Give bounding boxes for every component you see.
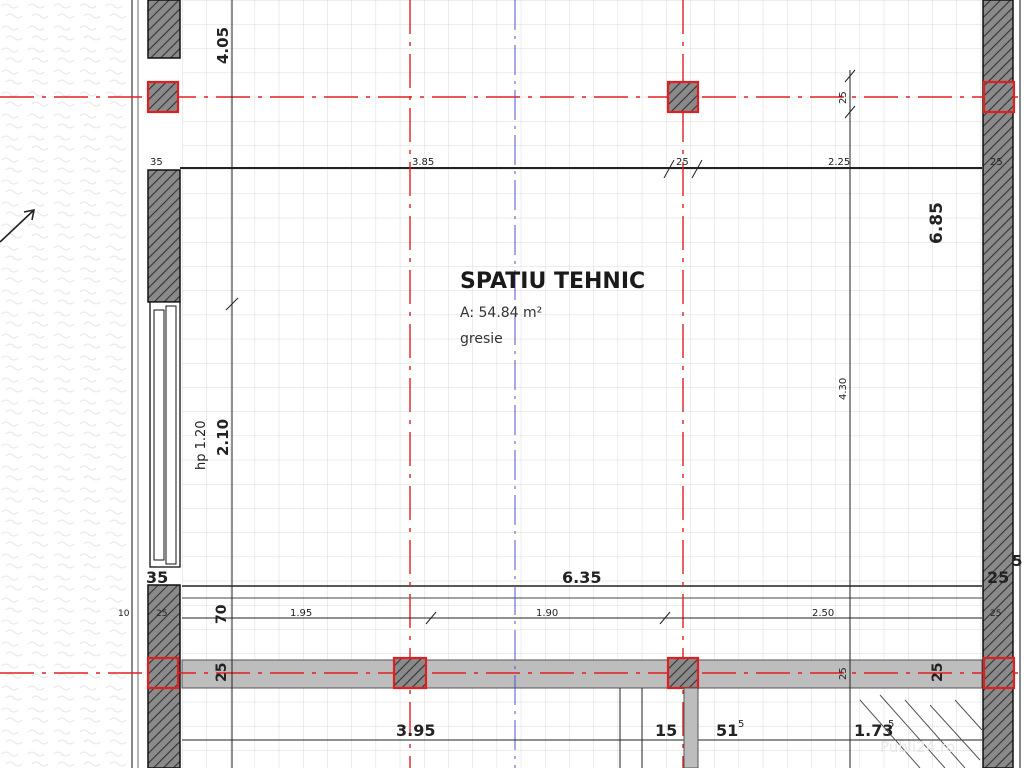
left-wall-mid xyxy=(147,169,181,303)
background xyxy=(0,0,982,768)
dim-height-right: 6.85 xyxy=(927,202,947,244)
dim-upper-left: 35 xyxy=(150,157,163,168)
walls xyxy=(131,0,1021,768)
room-finish: gresie xyxy=(460,331,503,347)
dim-top-vertical: 4.05 xyxy=(214,27,232,64)
dim-bottom-173-sup: 5 xyxy=(888,719,894,730)
dim-window-hp: hp 1.20 xyxy=(194,420,209,470)
column xyxy=(666,80,700,114)
dim-lower-total: 6.35 xyxy=(562,568,601,587)
column xyxy=(146,656,180,690)
dim-bottom-395: 3.95 xyxy=(396,721,435,740)
dim-bottom-51: 51 xyxy=(716,721,738,740)
columns xyxy=(146,80,1016,690)
dim-row3-70: 70 xyxy=(214,604,230,624)
dim-lower-right: 25 xyxy=(987,568,1009,587)
dim-right-edge-5: 5 xyxy=(1012,552,1022,570)
left-wall-upper xyxy=(147,0,181,59)
dimension-labels: 4.05 35 3.85 25 2.25 25 25 6.85 4.30 hp … xyxy=(118,27,1022,740)
dim-row3-10: 10 xyxy=(118,609,130,619)
column xyxy=(666,656,700,690)
dim-beam-left: 25 xyxy=(214,663,230,682)
dim-bottom-51-sup: 5 xyxy=(738,719,744,730)
dim-height-inner: 4.30 xyxy=(838,378,849,400)
column xyxy=(146,80,180,114)
window xyxy=(149,301,181,568)
dim-row3-25a: 25 xyxy=(156,609,167,619)
room-name: SPATIU TEHNIC xyxy=(460,269,645,294)
dimension-lines xyxy=(182,0,983,768)
north-arrow-icon xyxy=(0,208,36,243)
dim-diag-top: 25 xyxy=(838,91,849,104)
dim-beam-right: 25 xyxy=(930,663,946,682)
dim-upper-2: 25 xyxy=(676,157,689,168)
column xyxy=(982,656,1016,690)
dim-row3-190: 1.90 xyxy=(536,608,558,619)
right-wall xyxy=(982,0,1014,768)
dim-upper-1: 3.85 xyxy=(412,157,434,168)
column xyxy=(982,80,1016,114)
dim-upper-right: 25 xyxy=(990,157,1003,168)
dim-beam-mid: 25 xyxy=(838,667,849,680)
column xyxy=(392,656,428,690)
dim-upper-3: 2.25 xyxy=(828,157,850,168)
dim-row3-25b: 25 xyxy=(990,609,1001,619)
dim-bottom-173: 1.73 xyxy=(854,721,893,740)
dim-lower-left: 35 xyxy=(146,568,168,587)
room-area: A: 54.84 m² xyxy=(460,305,542,321)
beam-strip xyxy=(181,659,983,689)
dim-row3-250: 2.50 xyxy=(812,608,834,619)
dim-row3-195: 1.95 xyxy=(290,608,312,619)
dim-window-height: 2.10 xyxy=(214,419,232,456)
watermark: Publi24.ro xyxy=(880,738,955,756)
dim-bottom-15: 15 xyxy=(655,721,677,740)
